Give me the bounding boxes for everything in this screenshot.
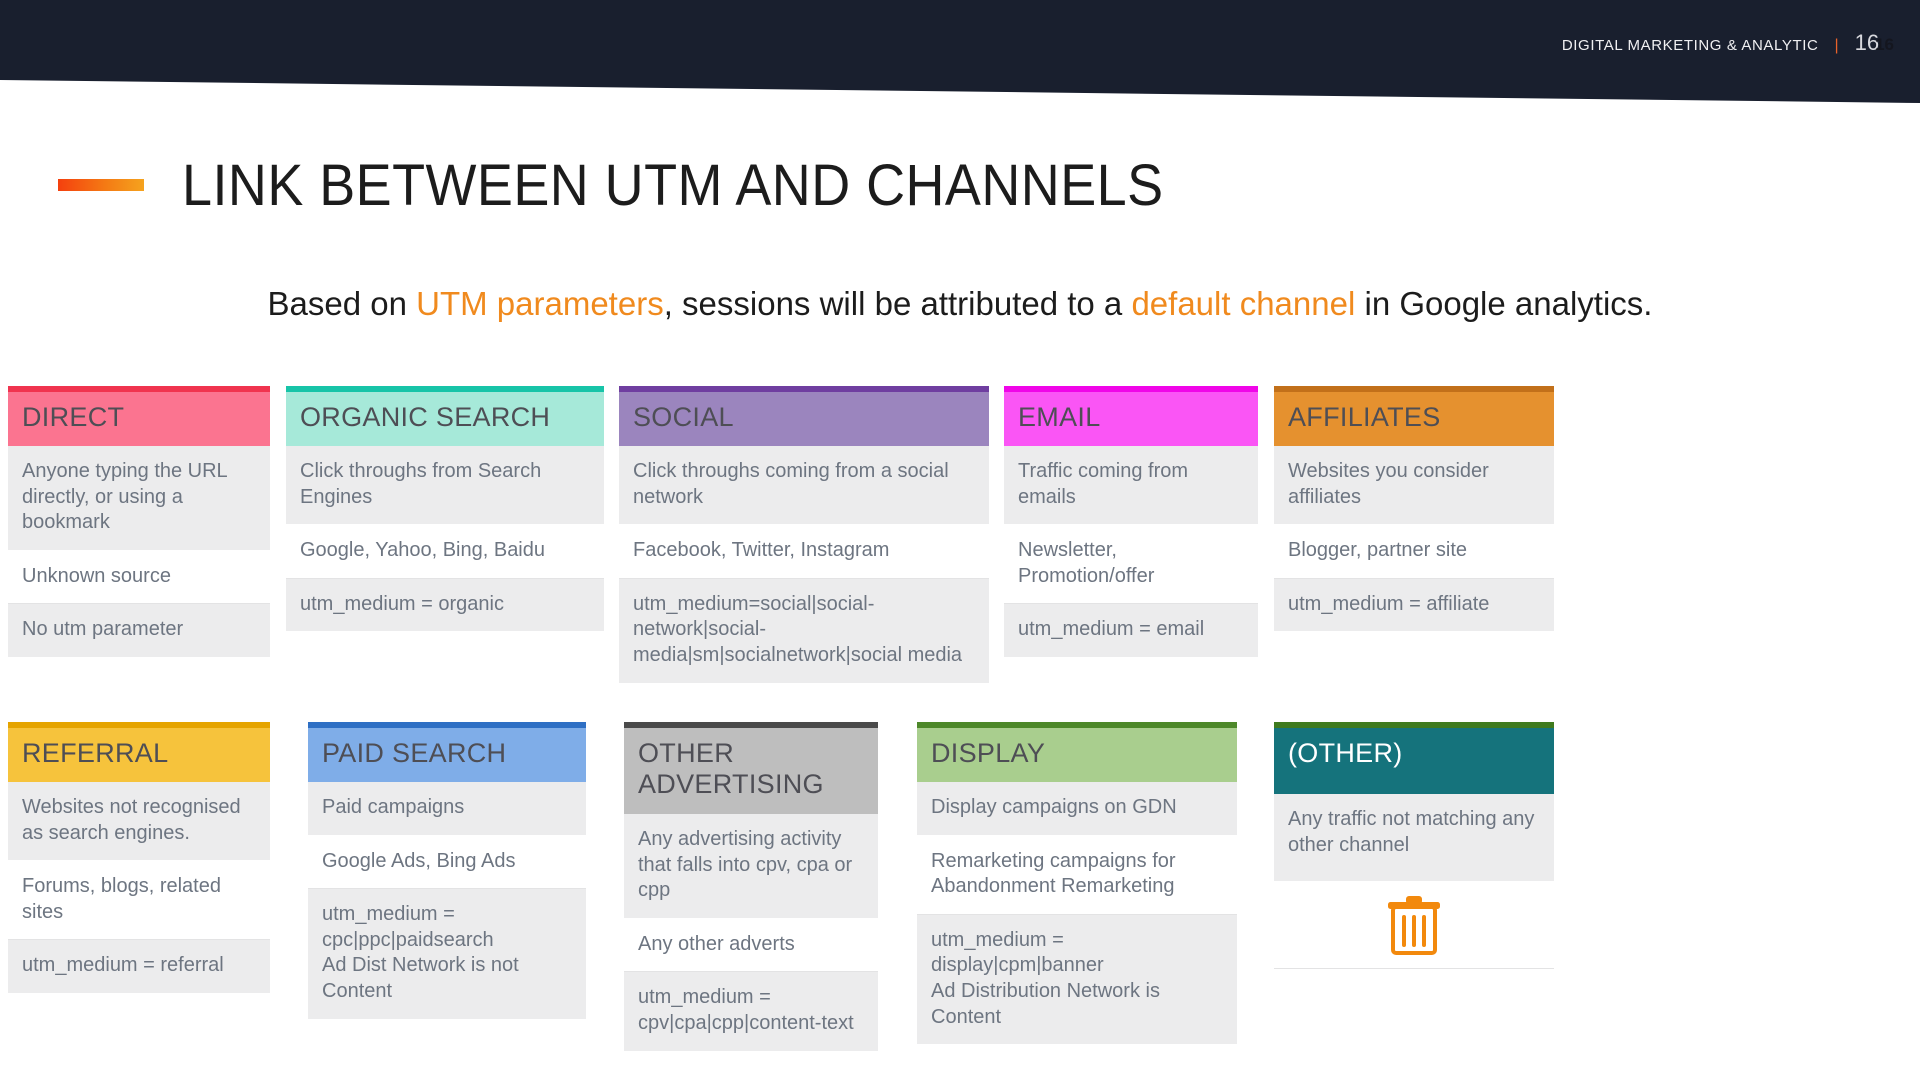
card-title-organic-search: ORGANIC SEARCH — [286, 392, 604, 446]
card-row: Google, Yahoo, Bing, Baidu — [286, 525, 604, 579]
card-title-paid-search: PAID SEARCH — [308, 728, 586, 782]
card-row: Click throughs coming from a social netw… — [619, 446, 989, 526]
card-row: Blogger, partner site — [1274, 525, 1554, 579]
subtitle-part2: , sessions will be attributed to a — [663, 285, 1132, 322]
card-topbar-direct — [8, 386, 270, 392]
card-row: Display campaigns on GDN — [917, 782, 1237, 836]
card-row: Websites you consider affiliates — [1274, 446, 1554, 526]
card-row: Click throughs from Search Engines — [286, 446, 604, 526]
card-topbar-email — [1004, 386, 1258, 392]
card-row: Google Ads, Bing Ads — [308, 835, 586, 890]
header-brand-label: DIGITAL MARKETING & ANALYTIC — [1561, 37, 1819, 54]
card-row: Anyone typing the URL directly, or using… — [8, 446, 270, 551]
card-title-other-advertising: OTHER ADVERTISING — [624, 728, 878, 814]
card-row: Facebook, Twitter, Instagram — [619, 525, 989, 579]
card-row: utm_medium = email — [1004, 604, 1258, 658]
card-row: utm_medium = organic — [286, 578, 604, 633]
header-band: DIGITAL MARKETING & ANALYTIC | 16 16 — [0, 0, 1920, 110]
card-title-referral: REFERRAL — [8, 728, 270, 782]
card-topbar-organic-search — [286, 386, 604, 392]
card-title-email: EMAIL — [1004, 392, 1258, 446]
card-row: Websites not recognised as search engine… — [8, 782, 270, 862]
card-row: Remarketing campaigns for Abandonment Re… — [917, 835, 1237, 915]
title-accent-bar — [58, 179, 144, 191]
card-row: No utm parameter — [8, 604, 270, 658]
header-separator: | — [1834, 37, 1839, 54]
title-row: LINK BETWEEN UTM AND CHANNELS — [0, 150, 1920, 220]
card-row: Traffic coming from emails — [1004, 446, 1258, 526]
subtitle-part3: in Google analytics. — [1355, 285, 1653, 322]
card-topbar-social — [619, 386, 989, 392]
card-title-affiliates: AFFILIATES — [1274, 392, 1554, 446]
card-row: Paid campaigns — [308, 782, 586, 836]
card-topbar-other-advertising — [624, 722, 878, 728]
subtitle-highlight-channel: default channel — [1131, 285, 1356, 322]
card-topbar-other — [1274, 722, 1554, 728]
subtitle-highlight-utm: UTM parameters — [416, 285, 664, 322]
card-row: utm_medium = affiliate — [1274, 578, 1554, 633]
page-number: 16 — [1854, 30, 1880, 55]
card-row: utm_medium = cpv|cpa|cpp|content-text — [624, 972, 878, 1052]
card-topbar-paid-search — [308, 722, 586, 728]
card-title-social: SOCIAL — [619, 392, 989, 446]
card-row: Any other adverts — [624, 918, 878, 973]
card-title-other: (OTHER) — [1274, 728, 1554, 794]
card-row: Newsletter, Promotion/offer — [1004, 525, 1258, 605]
card-row: Forums, blogs, related sites — [8, 861, 270, 941]
header-meta: DIGITAL MARKETING & ANALYTIC | 16 16 — [1562, 30, 1894, 56]
page-number-shadow: 16 — [1875, 35, 1894, 54]
subtitle-part1: Based on — [267, 285, 417, 322]
card-row: utm_medium = display|cpm|banner Ad Distr… — [917, 914, 1237, 1046]
card-row: Unknown source — [8, 550, 270, 605]
trash-icon — [1388, 896, 1440, 955]
card-row: utm_medium = referral — [8, 940, 270, 994]
card-row: utm_medium=social|social-network|social-… — [619, 578, 989, 684]
card-title-direct: DIRECT — [8, 392, 270, 446]
page-title: LINK BETWEEN UTM AND CHANNELS — [182, 152, 1164, 218]
card-row: Any traffic not matching any other chann… — [1274, 794, 1554, 882]
card-icon-row — [1274, 882, 1554, 969]
card-topbar-referral — [8, 722, 270, 728]
subtitle: Based on UTM parameters, sessions will b… — [0, 285, 1920, 323]
card-row: utm_medium = cpc|ppc|paidsearch Ad Dist … — [308, 889, 586, 1020]
card-topbar-affiliates — [1274, 386, 1554, 392]
card-topbar-display — [917, 722, 1237, 728]
card-row: Any advertising activity that falls into… — [624, 814, 878, 919]
channel-card-other: (OTHER)Any traffic not matching any othe… — [1274, 722, 1554, 969]
card-title-display: DISPLAY — [917, 728, 1237, 782]
